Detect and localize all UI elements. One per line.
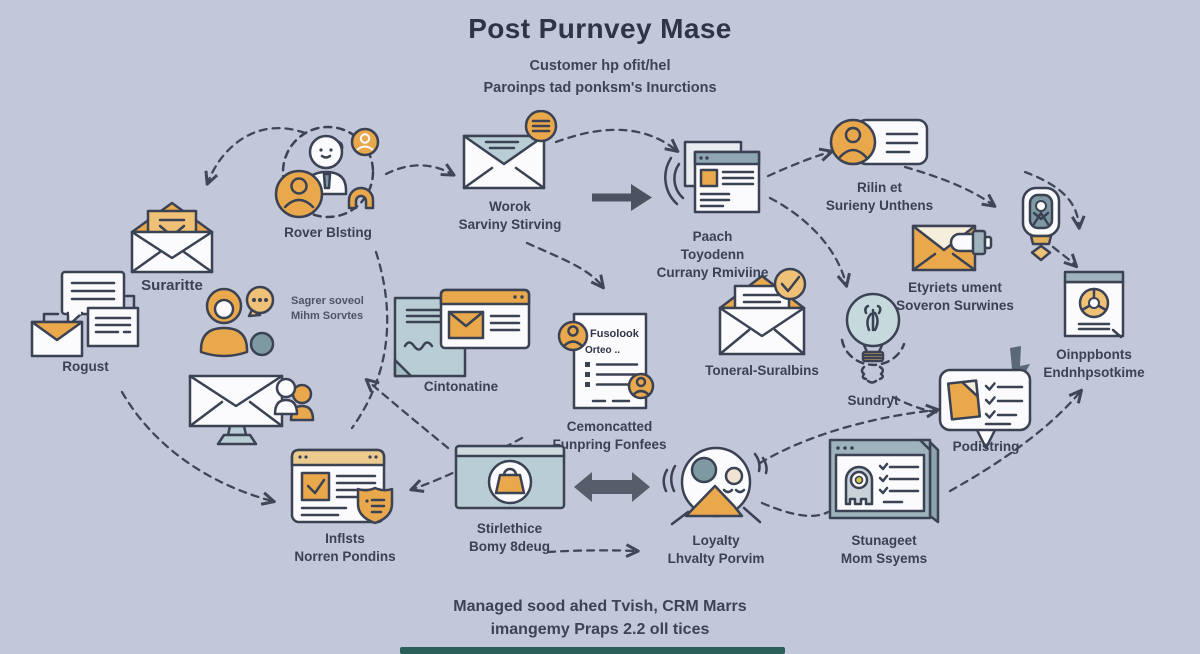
node-stunageet: Stunageet Mom Ssyems [828, 438, 940, 568]
node-label: Inflsts [325, 531, 365, 546]
support-person-chat-icon [199, 285, 275, 358]
node-label: Mihm Sorvtes [291, 309, 364, 322]
page-title: Post Purnvey Mase [468, 13, 732, 44]
node-rogust: Rogust [28, 270, 143, 376]
footer-line-1: Managed sood ahed Tvish, CRM Marrs [453, 598, 747, 615]
node-sagrer: Sagrer soveol Mihm Sorvtes [196, 284, 386, 364]
browser-checkbox-shield-icon [290, 448, 394, 525]
double-arrow [574, 472, 650, 502]
node-label: Rover Blsting [284, 225, 372, 240]
dashed-connector [384, 165, 452, 174]
monitor-envelope-icon [188, 374, 315, 446]
node-cintonatine: Cintonatine [386, 288, 536, 396]
node-sundryt: Sundryt [834, 290, 912, 410]
document-mail-browser-icon [393, 288, 531, 378]
node-stirlethice: Stirlethice Bomy 8deug [452, 440, 567, 556]
node-label: Loyalty [692, 533, 740, 548]
node-monitor [180, 372, 320, 448]
node-oinppbonts: Oinppbonts Endnhpsotkime [1042, 270, 1146, 382]
dashed-connector [525, 241, 602, 286]
pie-chart-document-icon [1063, 270, 1125, 339]
subtitle-line-1: Customer hp ofit/hel [529, 58, 671, 74]
node-toneral: Toneral-Suralbins [705, 266, 819, 380]
node-label: Stunageet [851, 533, 917, 548]
node-label: Sundryt [847, 393, 899, 408]
card-title-text: Fusolook [590, 328, 640, 340]
node-label: Sagrer soveol [291, 295, 364, 307]
solid-right-arrow [592, 184, 652, 211]
envelope-notification-icon [462, 110, 558, 190]
node-label: Surieny Unthens [825, 197, 934, 213]
lightbulb-icon [840, 292, 906, 384]
node-label: Cemoncatted [566, 419, 653, 434]
shopping-bag-box-icon [454, 444, 565, 510]
node-cemoncatted: Fusolook Orteo .. Cemoncatted Funpring F… [552, 312, 667, 454]
bottom-accent-bar [400, 647, 785, 654]
node-label: Toyodenn [680, 246, 745, 262]
node-inflsts: Inflsts Norren Pondins [290, 448, 400, 566]
node-label: Stirlethice [476, 521, 543, 536]
node-label: Lhvalty Porvim [667, 550, 765, 566]
node-label: Rogust [62, 359, 109, 374]
node-label: Norren Pondins [294, 548, 396, 564]
node-worok: Worok Sarviny Stirving [450, 110, 570, 234]
node-label: Paach [692, 229, 733, 244]
footer-line-2: imangemy Praps 2.2 oll tices [490, 621, 710, 638]
node-label: Oinppbonts [1056, 347, 1132, 362]
customer-group-icon [274, 125, 380, 219]
node-etyrlets: Etyriets ument Soveron Surwines [896, 218, 1014, 315]
node-label: Endnhpsotkime [1043, 364, 1145, 380]
node-loyalty: Loyalty Lhvalty Porvim [658, 444, 774, 568]
robot-browser-icon [828, 438, 940, 524]
node-label: Bomy 8deug [468, 538, 550, 554]
node-label: Currany Rmiviine [656, 264, 769, 280]
envelope-battery-icon [911, 224, 993, 272]
node-label: Mom Ssyems [840, 550, 928, 566]
chat-note-envelope-icon [30, 270, 139, 358]
node-surarite: Suraritte [112, 196, 232, 296]
node-label: Rilin et [856, 180, 902, 195]
node-stamp [1014, 186, 1068, 264]
loyalty-scene-icon [662, 446, 768, 526]
node-label: Toneral-Suralbins [705, 363, 819, 378]
node-label: Sarviny Stirving [458, 216, 562, 232]
node-paach: Paach Toyodenn Currany Rmiviine [650, 138, 775, 281]
open-envelope-icon [130, 201, 214, 274]
node-label: Worok [489, 199, 531, 214]
id-card-icon [829, 118, 929, 166]
node-label: Etyriets ument [908, 280, 1002, 295]
dashed-connector [766, 152, 830, 178]
node-rilin: Rilin et Surieny Unthens [822, 116, 937, 215]
contact-list-card-icon: Fusolook Orteo .. [557, 312, 655, 410]
node-rover: Rover Blsting [268, 122, 388, 242]
card-subtitle-text: Orteo .. [585, 345, 620, 356]
node-podistring: Podistring [938, 368, 1034, 454]
checklist-bubble-icon [938, 368, 1032, 450]
node-label: Podistring [952, 439, 1020, 454]
envelope-check-icon [718, 267, 807, 356]
node-label: Suraritte [141, 277, 203, 294]
node-label: Soveron Surwines [896, 297, 1014, 313]
browser-windows-icon [663, 140, 760, 214]
badge-stamp-icon [1021, 186, 1061, 262]
subtitle-line-2: Paroinps tad ponksm's Inurctions [483, 80, 717, 96]
node-label: Funpring Fonfees [552, 436, 667, 452]
node-label: Cintonatine [423, 379, 499, 394]
